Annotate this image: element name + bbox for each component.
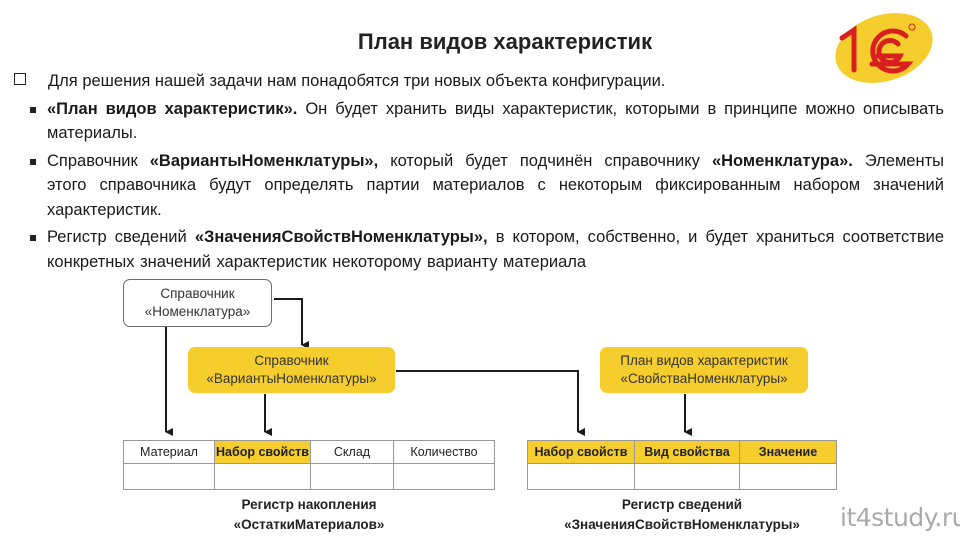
- 1c-logo-icon: [835, 13, 933, 83]
- register-info-col-value: Значение: [739, 440, 837, 464]
- register-accum-col-material: Материал: [123, 440, 215, 464]
- register-info-col-property-kind: Вид свойства: [634, 440, 740, 464]
- slide-title: План видов характеристик: [357, 29, 653, 54]
- register-accum-col-warehouse: Склад: [310, 440, 394, 464]
- table-row: [527, 463, 837, 490]
- bullet-item-plan-text: Он будет хранить виды характеристик, кот…: [47, 99, 945, 143]
- register-accum-col-property-set: Набор свойств: [214, 440, 311, 464]
- register-accum-caption-line1: Регистр накопления: [241, 497, 377, 512]
- register-accum-table: Материал Набор свойств Склад Количество: [123, 440, 495, 490]
- table-row: [123, 463, 495, 490]
- bullet-item-register: Регистр сведений «ЗначенияСвойствНоменкл…: [14, 225, 944, 274]
- connector-nomenclature-to-variants: [274, 298, 309, 349]
- register-info-caption-line2: «ЗначенияСвойствНоменклатуры»: [564, 517, 800, 532]
- box-nomenclature-line1: Справочник: [160, 286, 235, 301]
- bullet-item-register-text: в котором, собственно, и будет храниться…: [47, 228, 944, 271]
- register-info-caption-line1: Регистр сведений: [621, 497, 743, 512]
- bullet-item-plan-bold: «План видов характеристик».: [47, 99, 298, 118]
- box-variants-line2: «ВариантыНоменклатуры»: [206, 371, 377, 386]
- register-accum-col-quantity: Количество: [393, 440, 495, 464]
- bullet-intro: Для решения нашей задачи нам понадобятся…: [14, 69, 944, 94]
- watermark: it4study.ru: [840, 503, 960, 532]
- bullet-item-variants-bold: «ВариантыНоменклатуры»,: [149, 151, 379, 170]
- box-nomenclature-line2: «Номенклатура»: [144, 304, 251, 319]
- register-info-caption: Регистр сведений «ЗначенияСвойствНоменкл…: [497, 495, 867, 535]
- bullet-intro-text: Для решения нашей задачи нам понадобятся…: [48, 72, 666, 90]
- bullet-item-register-prefix: Регистр сведений: [47, 228, 195, 246]
- square-bullet-icon: [30, 158, 36, 165]
- register-accum-caption-line2: «ОстаткиМатериалов»: [233, 517, 385, 532]
- box-plan-line1: План видов характеристик: [620, 353, 788, 368]
- bullet-list: Для решения нашей задачи нам понадобятся…: [14, 69, 944, 274]
- bullet-item-variants-prefix: Справочник: [47, 151, 150, 170]
- checkbox-bullet-icon: [14, 73, 26, 85]
- register-accum-caption: Регистр накопления «ОстаткиМатериалов»: [123, 495, 495, 535]
- bullet-item-variants-bold2: «Номенклатура».: [711, 151, 853, 170]
- square-bullet-icon: [30, 106, 36, 113]
- box-plan-line2: «СвойстваНоменклатуры»: [620, 371, 788, 386]
- box-plan: План видов характеристик «СвойстваНоменк…: [600, 347, 808, 393]
- box-nomenclature: Справочник «Номенклатура»: [123, 279, 272, 327]
- register-info-col-property-set: Набор свойств: [527, 440, 635, 464]
- bullet-item-variants-text2: Элементы этого справочника будут определ…: [47, 151, 944, 219]
- square-bullet-icon: [30, 235, 36, 241]
- register-info-table: Набор свойств Вид свойства Значение: [527, 440, 837, 490]
- box-variants: Справочник «ВариантыНоменклатуры»: [188, 347, 395, 393]
- bullet-item-variants: Справочник «ВариантыНоменклатуры», котор…: [14, 149, 944, 223]
- bullet-item-register-bold: «ЗначенияСвойствНоменклатуры»,: [194, 228, 488, 246]
- box-variants-line1: Справочник: [254, 353, 329, 368]
- bullet-item-plan: «План видов характеристик». Он будет хра…: [14, 97, 944, 146]
- bullet-item-variants-text: который будет подчинён справочнику: [378, 151, 712, 170]
- connector-variants-to-info: [396, 370, 585, 436]
